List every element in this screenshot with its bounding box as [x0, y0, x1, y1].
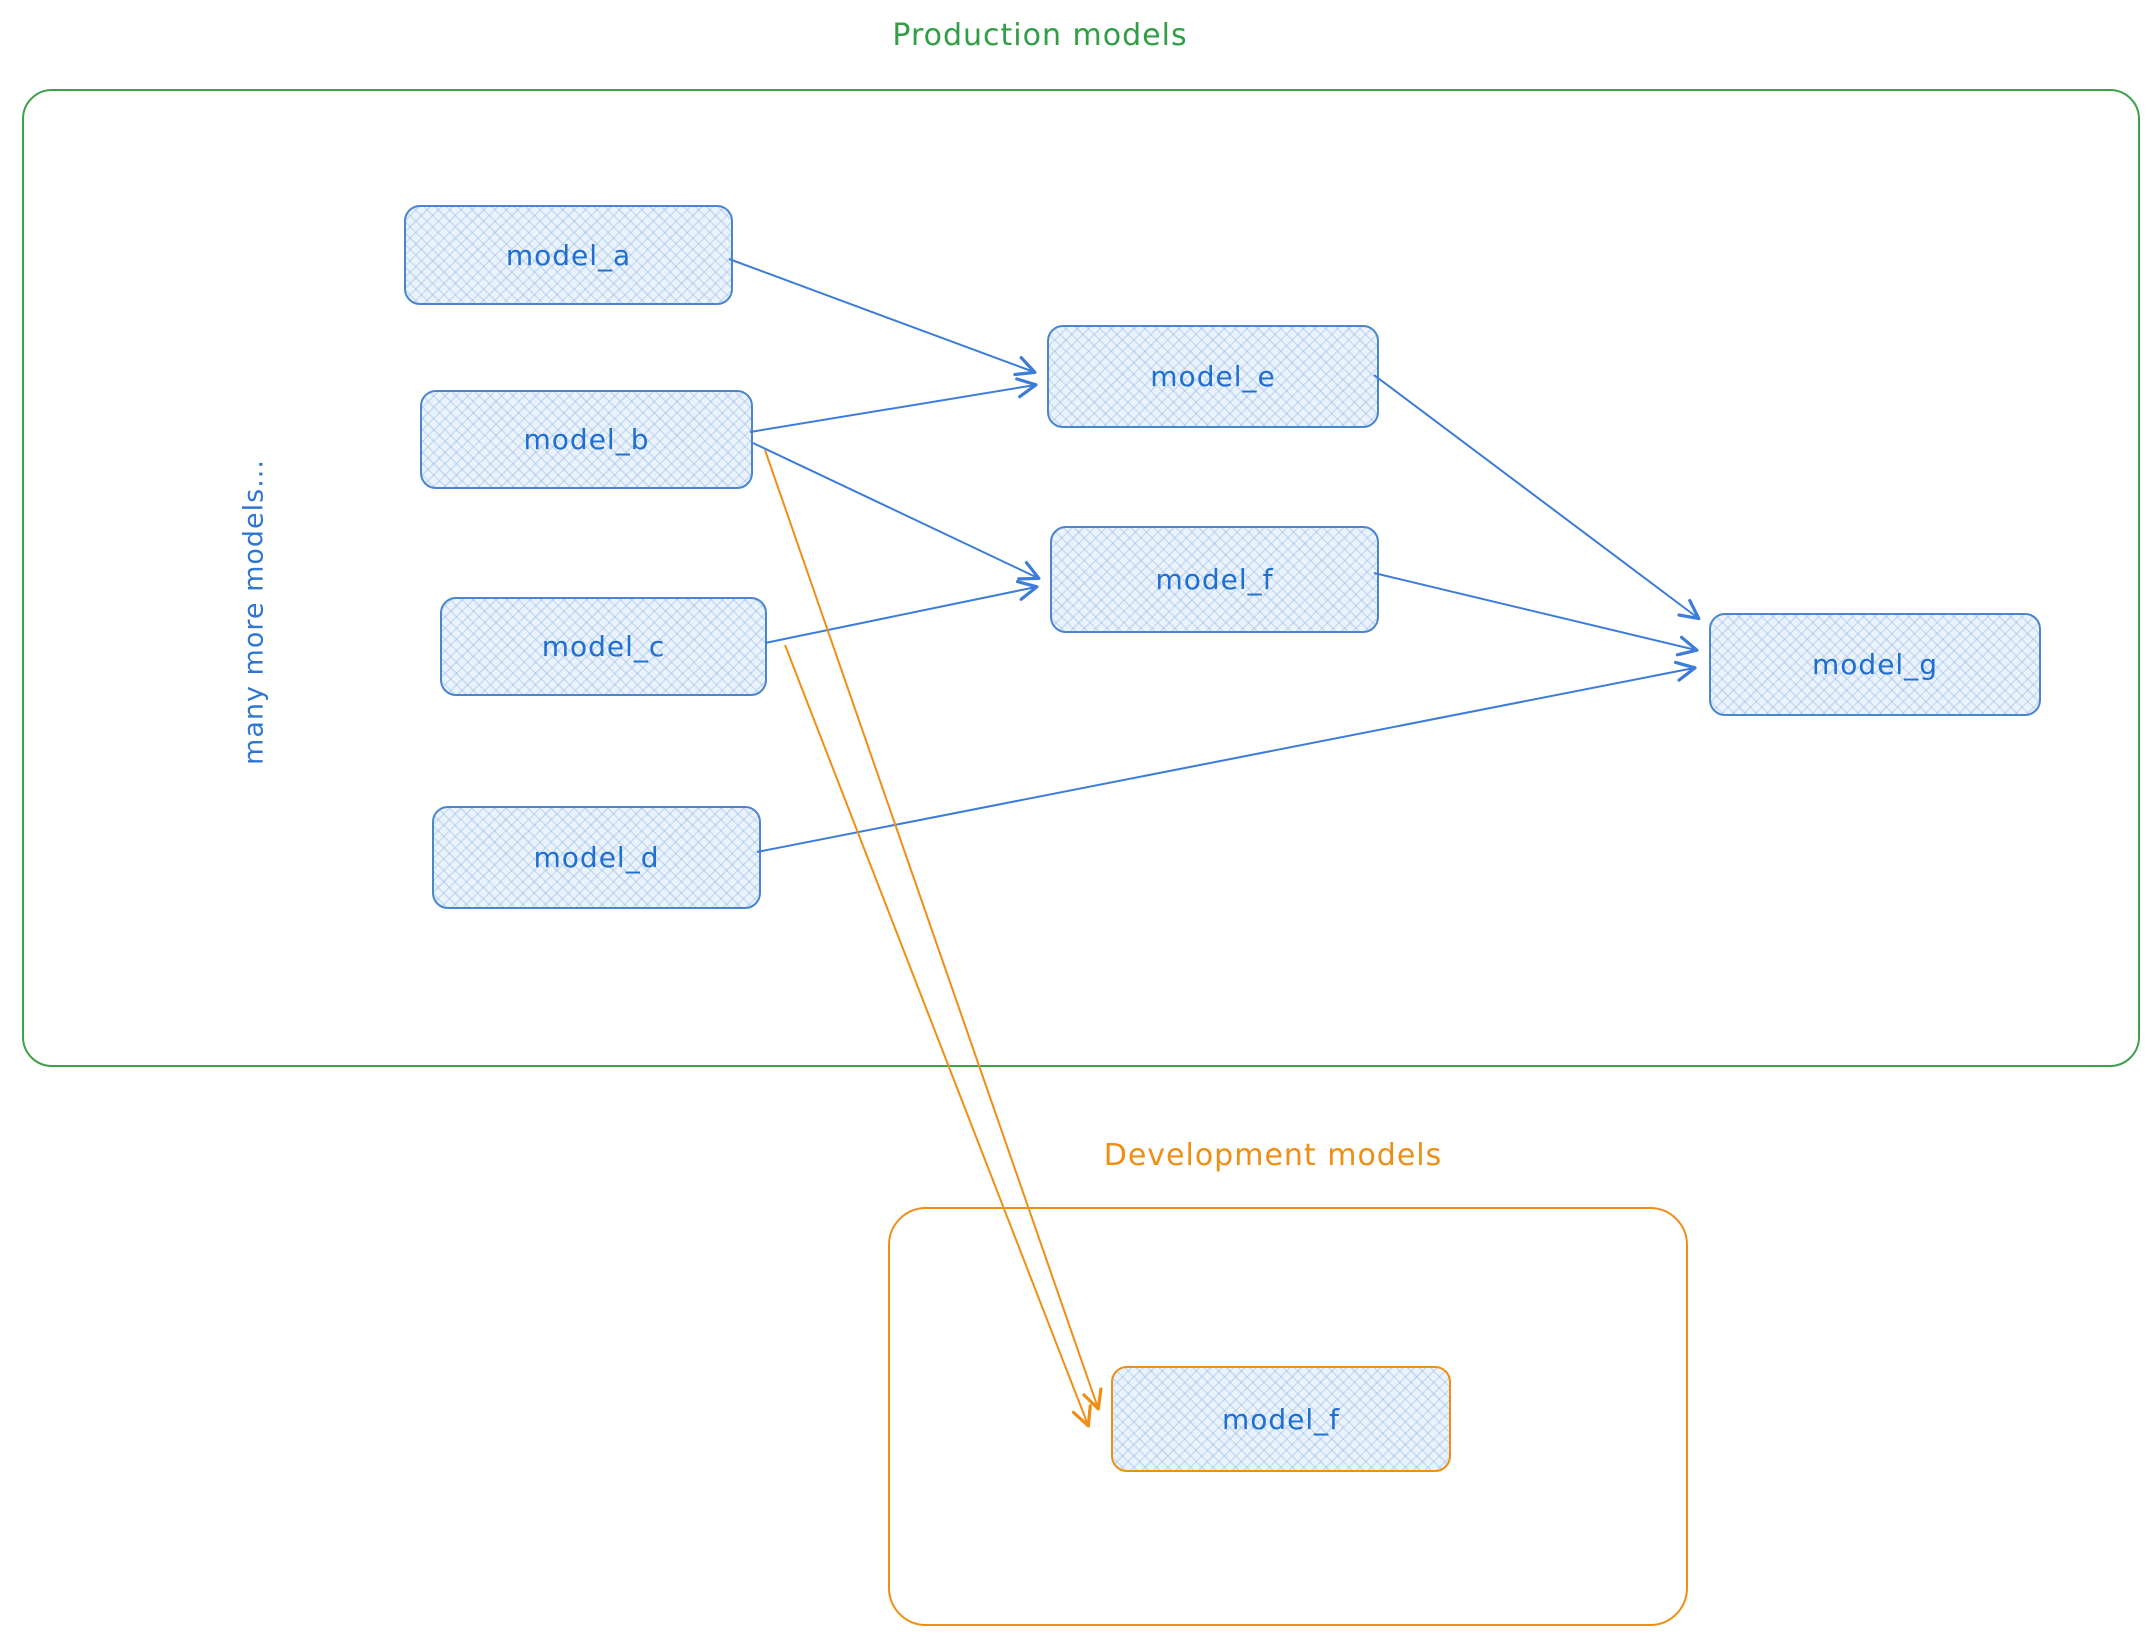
node-model-a: model_a — [404, 205, 733, 305]
node-model-e: model_e — [1047, 325, 1379, 428]
node-model-d: model_d — [432, 806, 761, 909]
node-model-b: model_b — [420, 390, 753, 489]
many-more-models-label: many more models... — [238, 459, 270, 765]
node-model-f: model_f — [1050, 526, 1379, 633]
development-group-title: Development models — [1103, 1138, 1443, 1173]
node-model-c: model_c — [440, 597, 767, 696]
node-model-g: model_g — [1709, 613, 2041, 716]
production-group-title: Production models — [892, 18, 1188, 53]
node-dev-model-f: model_f — [1111, 1366, 1451, 1472]
